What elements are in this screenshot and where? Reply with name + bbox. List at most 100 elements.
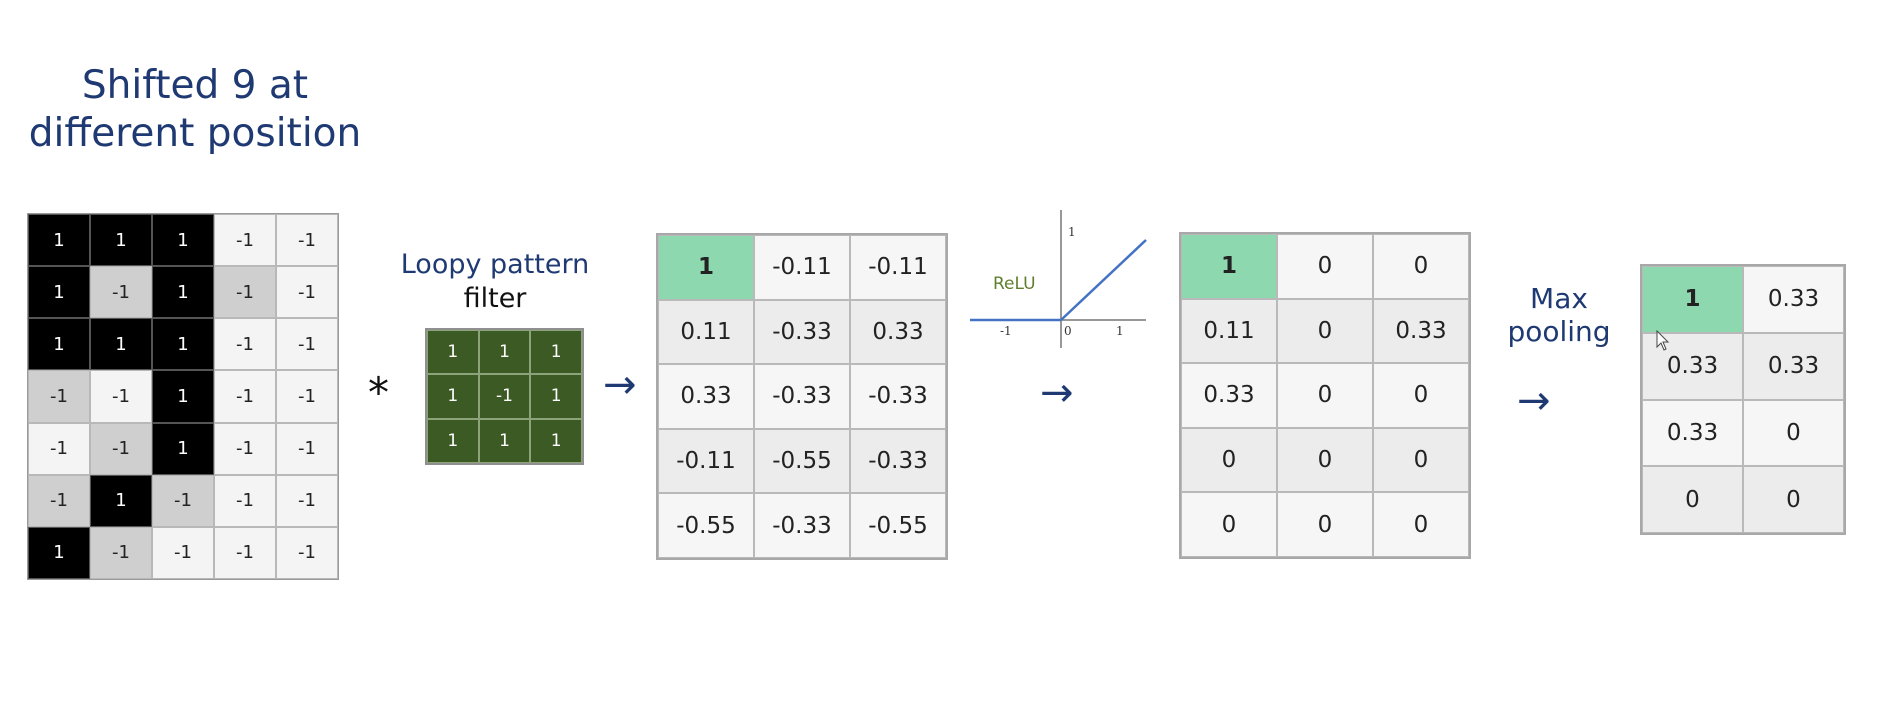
grid-cell: 1	[478, 330, 531, 375]
grid-cell: 1	[530, 330, 582, 375]
title-line-2: different position	[28, 111, 362, 156]
grid-cell: 0.33	[1181, 363, 1277, 428]
grid-cell: -0.11	[658, 428, 754, 494]
grid-cell: -0.33	[754, 299, 850, 365]
grid-cell: 0	[1373, 234, 1469, 299]
grid-cell: -1	[276, 214, 338, 267]
arrow-to-feature-map-icon: →	[603, 362, 637, 408]
grid-cell: -0.55	[658, 493, 754, 558]
grid-cell: 1	[152, 214, 214, 267]
grid-cell: 0.33	[1642, 399, 1743, 467]
filter-title-line-1: Loopy pattern	[400, 249, 590, 280]
grid-cell: 0	[1642, 466, 1743, 533]
grid-cell: -1	[276, 266, 338, 319]
grid-cell: -1	[90, 526, 152, 579]
grid-cell: -1	[276, 318, 338, 371]
grid-cell: 0	[1181, 492, 1277, 557]
grid-cell: -1	[28, 370, 90, 423]
grid-cell: 1	[1181, 234, 1277, 299]
relu-label: ReLU	[993, 274, 1036, 294]
grid-cell: -1	[276, 526, 338, 579]
grid-cell: 0.33	[850, 299, 946, 365]
grid-cell: 0	[1181, 427, 1277, 493]
grid-cell: 1	[152, 422, 214, 475]
grid-cell: 0	[1277, 363, 1373, 428]
pooling-title: Max pooling	[1488, 282, 1630, 348]
pooling-title-line-2: pooling	[1507, 315, 1611, 348]
grid-cell: -1	[276, 474, 338, 527]
grid-cell: -1	[276, 370, 338, 423]
grid-cell: 1	[90, 318, 152, 371]
grid-cell: 1	[28, 318, 90, 371]
grid-cell: 1	[28, 266, 90, 319]
grid-cell: -1	[90, 370, 152, 423]
grid-cell: 0	[1373, 363, 1469, 428]
grid-cell: 0	[1277, 234, 1373, 299]
grid-cell: -0.55	[850, 493, 946, 558]
grid-cell: -0.55	[754, 428, 850, 494]
grid-cell: -1	[28, 422, 90, 475]
grid-cell: 0.33	[1373, 298, 1469, 364]
grid-cell: 0	[1743, 466, 1844, 533]
grid-cell: -0.11	[754, 235, 850, 300]
grid-cell: -1	[478, 374, 531, 419]
grid-cell: 0	[1277, 298, 1373, 364]
grid-cell: -1	[214, 214, 276, 267]
grid-cell: -0.11	[850, 235, 946, 300]
grid-cell: -1	[276, 422, 338, 475]
grid-cell: -1	[214, 526, 276, 579]
grid-cell: 1	[28, 526, 90, 579]
relu-tick-x-pos: 1	[1116, 324, 1124, 338]
convolution-operator: *	[368, 368, 389, 417]
grid-cell: -1	[152, 526, 214, 579]
grid-cell: -1	[152, 474, 214, 527]
pooling-title-line-1: Max	[1530, 282, 1588, 315]
grid-cell: -0.33	[754, 493, 850, 558]
grid-cell: 1	[152, 370, 214, 423]
grid-cell: 1	[658, 235, 754, 300]
grid-cell: 0.11	[1181, 298, 1277, 364]
grid-cell: -1	[214, 474, 276, 527]
grid-cell: -1	[28, 474, 90, 527]
grid-cell: 1	[530, 374, 582, 419]
relu-plot: 1 -1 0 1	[970, 210, 1147, 348]
grid-cell: -0.33	[754, 364, 850, 429]
grid-cell: -1	[90, 422, 152, 475]
grid-cell: 0	[1743, 399, 1844, 467]
grid-cell: 0	[1373, 427, 1469, 493]
grid-cell: 1	[530, 418, 582, 463]
grid-cell: 0.33	[658, 364, 754, 429]
relu-tick-x-zero: 0	[1064, 324, 1072, 338]
relu-tick-y: 1	[1068, 225, 1076, 239]
grid-cell: 1	[478, 418, 531, 463]
grid-cell: 0	[1277, 427, 1373, 493]
relu-rising-segment	[1060, 239, 1147, 321]
filter-title: Loopy pattern filter	[385, 248, 605, 316]
arrow-to-relu-output-icon: →	[1040, 370, 1074, 416]
grid-cell: 0.11	[658, 299, 754, 365]
grid-cell: 1	[152, 266, 214, 319]
grid-cell: 0	[1277, 492, 1373, 557]
grid-cell: 0	[1373, 492, 1469, 557]
grid-cell: -0.33	[850, 428, 946, 494]
grid-cell: 1	[90, 214, 152, 267]
grid-cell: 1	[427, 330, 479, 375]
relu-tick-x-neg: -1	[1000, 324, 1012, 338]
grid-cell: -1	[90, 266, 152, 319]
grid-cell: 1	[427, 374, 479, 419]
grid-cell: -1	[214, 422, 276, 475]
grid-cell: 1	[90, 474, 152, 527]
grid-cell: 1	[1642, 266, 1743, 333]
title-line-1: Shifted 9 at	[81, 63, 309, 108]
filter-title-line-2: filter	[463, 283, 527, 314]
grid-cell: 1	[427, 418, 479, 463]
grid-cell: 0.33	[1743, 332, 1844, 400]
grid-cell: -1	[214, 370, 276, 423]
grid-cell: -1	[214, 318, 276, 371]
arrow-to-pooling-output-icon: →	[1517, 378, 1551, 424]
grid-cell: -0.33	[850, 364, 946, 429]
mouse-cursor-icon	[1656, 330, 1670, 351]
